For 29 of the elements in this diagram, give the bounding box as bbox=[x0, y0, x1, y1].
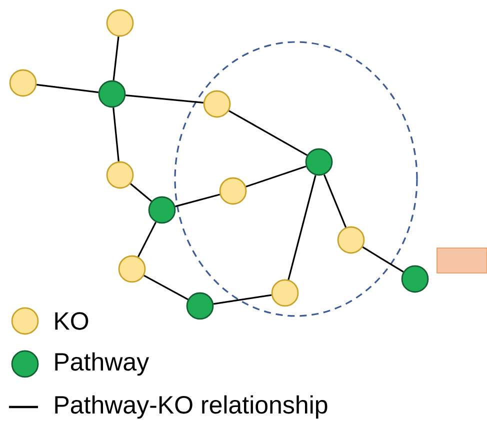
circle-node bbox=[98, 80, 126, 108]
connector-line bbox=[138, 222, 156, 258]
connector-line bbox=[175, 194, 220, 208]
connector-line bbox=[213, 294, 272, 305]
legend-label: Pathway bbox=[55, 352, 150, 376]
connector-line bbox=[246, 166, 306, 188]
circle-node bbox=[337, 226, 365, 254]
circle-node bbox=[271, 279, 299, 307]
circle-node bbox=[186, 292, 214, 320]
connector-line bbox=[112, 36, 120, 80]
circle-node bbox=[9, 69, 37, 97]
connector-line bbox=[130, 183, 152, 202]
circle-node bbox=[203, 90, 231, 118]
connector-line bbox=[112, 108, 120, 162]
connector-line bbox=[126, 94, 204, 104]
circle-node bbox=[305, 148, 333, 176]
circle-node bbox=[106, 9, 134, 37]
circle-node bbox=[118, 255, 146, 283]
circle-node bbox=[106, 161, 134, 189]
legend-label: KO bbox=[55, 312, 88, 330]
circle-node bbox=[148, 196, 176, 224]
circle-node bbox=[219, 177, 247, 205]
connector-line bbox=[323, 174, 347, 228]
circle-node bbox=[401, 265, 429, 293]
connector-line bbox=[228, 110, 308, 156]
legend-label: Pathway-KO relationship bbox=[55, 395, 328, 419]
connector-line bbox=[36, 84, 98, 94]
connector-line bbox=[288, 175, 316, 280]
connector-line bbox=[144, 274, 188, 300]
